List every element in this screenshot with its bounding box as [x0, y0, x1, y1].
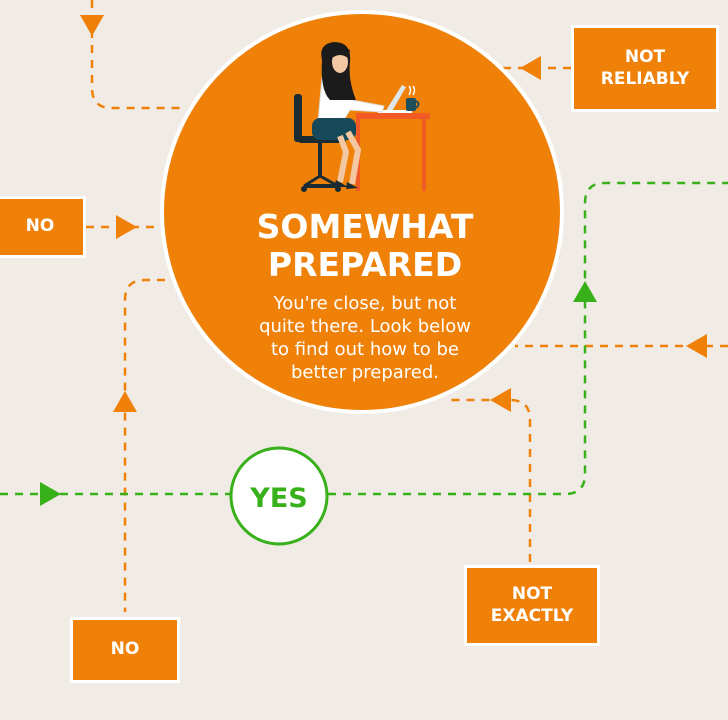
- green-arrowheads: [40, 281, 597, 506]
- yes-label: YES: [250, 482, 308, 514]
- connector-circle-to-no-bottom: [123, 278, 180, 612]
- center-body-line-4: better prepared.: [291, 362, 439, 383]
- not-exactly-line-2: EXACTLY: [490, 605, 574, 626]
- center-body-line-3: to find out how to be: [270, 339, 460, 360]
- no-left-label: NO: [25, 216, 55, 237]
- not-exactly-line-1: NOT: [511, 584, 553, 605]
- green-connector-lines: [0, 181, 728, 496]
- arrow-left-not-reliably: [520, 56, 541, 80]
- not-exactly-box: NOT EXACTLY: [464, 565, 600, 646]
- arrow-left-not-exactly: [490, 388, 511, 412]
- center-body-line-1: You're close, but not: [273, 293, 457, 314]
- connector-top-to-circle: [90, 0, 185, 110]
- no-box-bottom: NO: [70, 617, 180, 683]
- center-title-line-2: PREPARED: [267, 245, 463, 284]
- yes-circle: [229, 446, 329, 546]
- arrow-down-top: [80, 15, 104, 36]
- arrow-up-no-bottom: [113, 391, 137, 412]
- center-body-line-2: quite there. Look below: [259, 316, 471, 337]
- arrow-up-green: [573, 281, 597, 302]
- connector-not-exactly-to-circle: [450, 398, 532, 562]
- arrow-right-no-left: [116, 215, 137, 239]
- woman-at-desk-with-laptop-icon: [294, 42, 430, 192]
- somewhat-prepared-circle: [160, 10, 564, 414]
- not-reliably-line-1: NOT: [624, 47, 666, 68]
- not-reliably-box: NOT RELIABLY: [571, 25, 719, 112]
- connector-yes-to-top-right: [328, 181, 728, 496]
- center-title-line-1: SOMEWHAT: [256, 207, 474, 246]
- orange-arrowheads: [80, 15, 707, 412]
- no-box-left: NO: [0, 196, 86, 258]
- no-bottom-label: NO: [110, 639, 140, 660]
- arrow-left-right-edge: [686, 334, 707, 358]
- arrow-right-to-yes: [40, 482, 61, 506]
- not-reliably-line-2: RELIABLY: [600, 68, 690, 89]
